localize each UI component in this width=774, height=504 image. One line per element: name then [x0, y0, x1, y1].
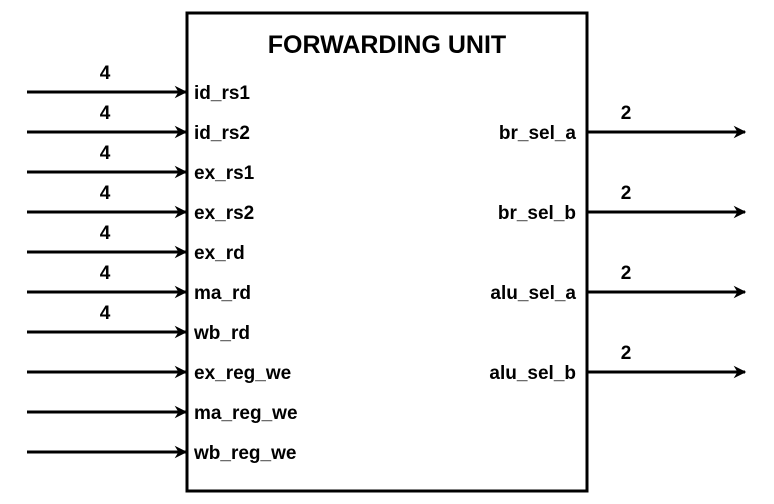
output-bus-width: 2 — [621, 343, 632, 364]
input-port-ma-reg-we: ma_reg_we — [27, 403, 298, 424]
input-bus-width: 4 — [100, 223, 111, 244]
input-bus-width: 4 — [100, 103, 111, 124]
input-port-label: ex_rs1 — [194, 163, 255, 184]
input-bus-width: 4 — [100, 143, 111, 164]
output-port-alu-sel-b: alu_sel_b 2 — [489, 343, 747, 384]
forwarding-unit-block — [185, 11, 589, 493]
output-port-label: alu_sel_a — [490, 283, 576, 304]
output-bus-width: 2 — [621, 183, 632, 204]
input-port-ex-rs2: ex_rs2 4 — [27, 183, 254, 224]
input-port-wb-reg-we: wb_reg_we — [27, 443, 296, 464]
block-title: FORWARDING UNIT — [268, 31, 506, 59]
input-port-ex-rd: ex_rd 4 — [27, 223, 245, 264]
input-port-id-rs2: id_rs2 4 — [27, 103, 250, 144]
input-bus-width: 4 — [100, 63, 111, 84]
input-port-ex-rs1: ex_rs1 4 — [27, 143, 255, 184]
input-bus-width: 4 — [100, 303, 111, 324]
input-port-label: id_rs2 — [194, 123, 250, 144]
output-port-br-sel-a: br_sel_a 2 — [499, 103, 747, 144]
input-port-label: id_rs1 — [194, 83, 250, 104]
output-port-br-sel-b: br_sel_b 2 — [498, 183, 747, 224]
output-port-label: br_sel_b — [498, 203, 576, 224]
input-port-label: ma_reg_we — [194, 403, 298, 424]
output-port-label: br_sel_a — [499, 123, 577, 144]
input-port-label: wb_reg_we — [193, 443, 296, 464]
input-port-label: ex_rd — [194, 243, 245, 264]
input-port-ma-rd: ma_rd 4 — [27, 263, 251, 304]
input-port-label: ma_rd — [194, 283, 251, 304]
input-bus-width: 4 — [100, 183, 111, 204]
output-ports: br_sel_a 2 br_sel_b 2 alu_sel_a 2 alu_sel_b 2 — [489, 103, 747, 384]
output-port-alu-sel-a: alu_sel_a 2 — [490, 263, 747, 304]
input-port-id-rs1: id_rs1 4 — [27, 63, 250, 104]
input-port-label: ex_rs2 — [194, 203, 254, 224]
input-bus-width: 4 — [100, 263, 111, 284]
input-port-label: ex_reg_we — [194, 363, 291, 384]
input-port-wb-rd: wb_rd 4 — [27, 303, 250, 344]
output-bus-width: 2 — [621, 103, 632, 124]
output-port-label: alu_sel_b — [489, 363, 576, 384]
input-port-label: wb_rd — [193, 323, 250, 344]
input-ports: id_rs1 4 id_rs2 4 ex_rs1 4 ex_rs2 4 ex_rd 4 ma_rd 4… — [27, 63, 298, 464]
output-bus-width: 2 — [621, 263, 632, 284]
input-port-ex-reg-we: ex_reg_we — [27, 363, 291, 384]
